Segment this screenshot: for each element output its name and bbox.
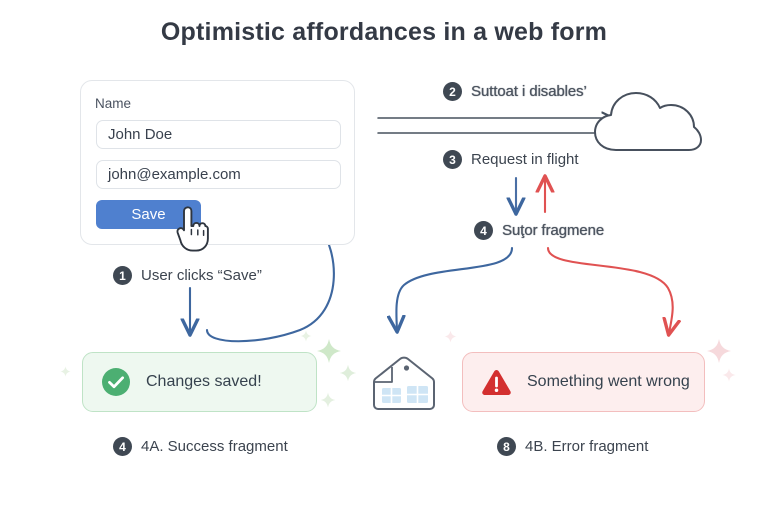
warning-triangle-icon xyxy=(482,369,511,395)
request-lines xyxy=(377,118,612,133)
save-button[interactable]: Save xyxy=(96,200,201,229)
error-fragment-card: Something went wrong xyxy=(462,352,705,412)
cloud-icon xyxy=(594,92,702,151)
page-title: Optimistic affordances in a web form xyxy=(160,18,608,46)
sparkle-icon xyxy=(320,392,336,408)
check-circle-icon xyxy=(102,368,130,396)
step-1-caption: 1 User clicks “Save” xyxy=(113,266,262,285)
sparkle-icon xyxy=(707,339,731,363)
step-4-caption: 4 Suţor fragmene xyxy=(474,221,604,240)
step-3-label: Request in flight xyxy=(471,151,579,168)
step-2-badge: 2 xyxy=(443,82,462,101)
success-fragment-card: Changes saved! xyxy=(82,352,317,412)
success-caption-badge: 4 xyxy=(113,437,132,456)
step-1-badge: 1 xyxy=(113,266,132,285)
house-building-icon xyxy=(373,356,435,410)
error-caption-label: 4B. Error fragment xyxy=(525,438,649,455)
step-2-label: Suttoat i disables’ xyxy=(471,83,587,100)
step-2-caption: 2 Suttoat i disables’ xyxy=(443,82,587,101)
error-caption: 8 4B. Error fragment xyxy=(497,437,648,456)
error-caption-badge: 8 xyxy=(497,437,516,456)
step-4-badge: 4 xyxy=(474,221,493,240)
sparkle-icon xyxy=(722,368,736,382)
success-message: Changes saved! xyxy=(146,373,262,390)
success-caption: 4 4A. Success fragment xyxy=(113,437,288,456)
success-caption-label: 4A. Success fragment xyxy=(141,438,288,455)
sparkle-icon xyxy=(300,330,312,342)
step-3-badge: 3 xyxy=(443,150,462,169)
name-field-label: Name xyxy=(95,96,132,111)
branch-success-arrow xyxy=(396,246,514,330)
step-4-label: Suţor fragmene xyxy=(502,222,604,239)
branch-error-arrow xyxy=(546,246,673,333)
email-input[interactable]: john@example.com xyxy=(96,160,341,189)
sparkle-icon xyxy=(317,339,341,363)
sparkle-icon xyxy=(339,364,357,382)
sparkle-icon xyxy=(444,330,457,343)
error-message: Something went wrong xyxy=(527,373,690,390)
step-1-label: User clicks “Save” xyxy=(141,267,262,284)
name-input[interactable]: John Doe xyxy=(96,120,341,149)
sparkle-icon xyxy=(60,366,71,377)
step-3-caption: 3 Request in flight xyxy=(443,150,579,169)
